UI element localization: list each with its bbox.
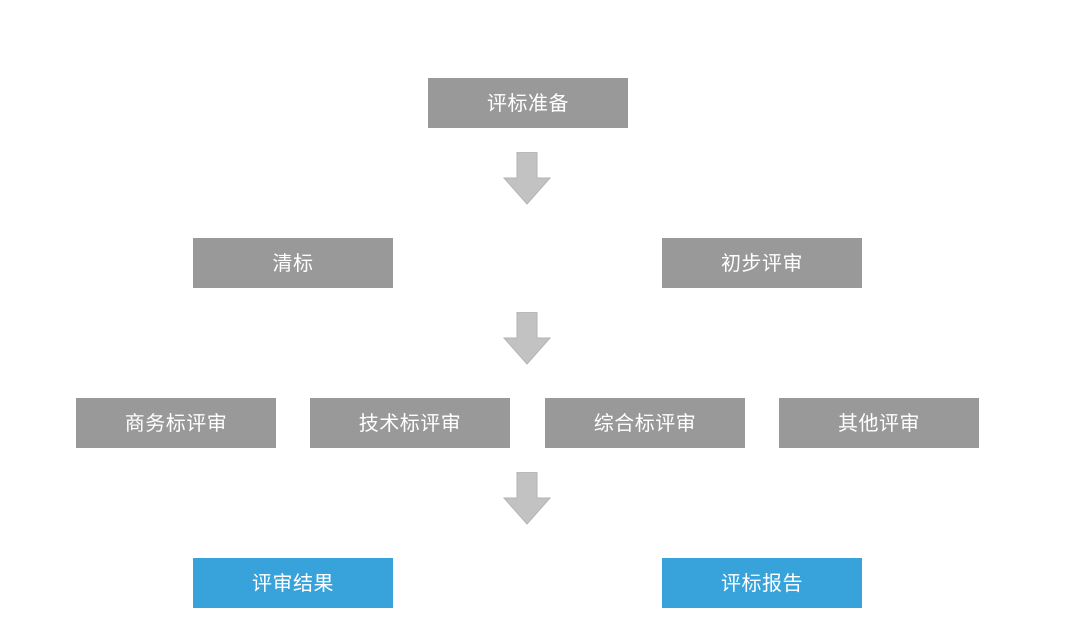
step-evaluation-report: 评标报告 [662, 558, 862, 608]
down-arrow-icon [502, 472, 552, 526]
step-technical-review: 技术标评审 [310, 398, 510, 448]
step-business-review: 商务标评审 [76, 398, 276, 448]
step-initial-review: 初步评审 [662, 238, 862, 288]
step-bid-preparation: 评标准备 [428, 78, 628, 128]
step-bid-clearing: 清标 [193, 238, 393, 288]
down-arrow-icon [502, 312, 552, 366]
step-review-result: 评审结果 [193, 558, 393, 608]
step-other-review: 其他评审 [779, 398, 979, 448]
down-arrow-icon [502, 152, 552, 206]
step-comprehensive-review: 综合标评审 [545, 398, 745, 448]
